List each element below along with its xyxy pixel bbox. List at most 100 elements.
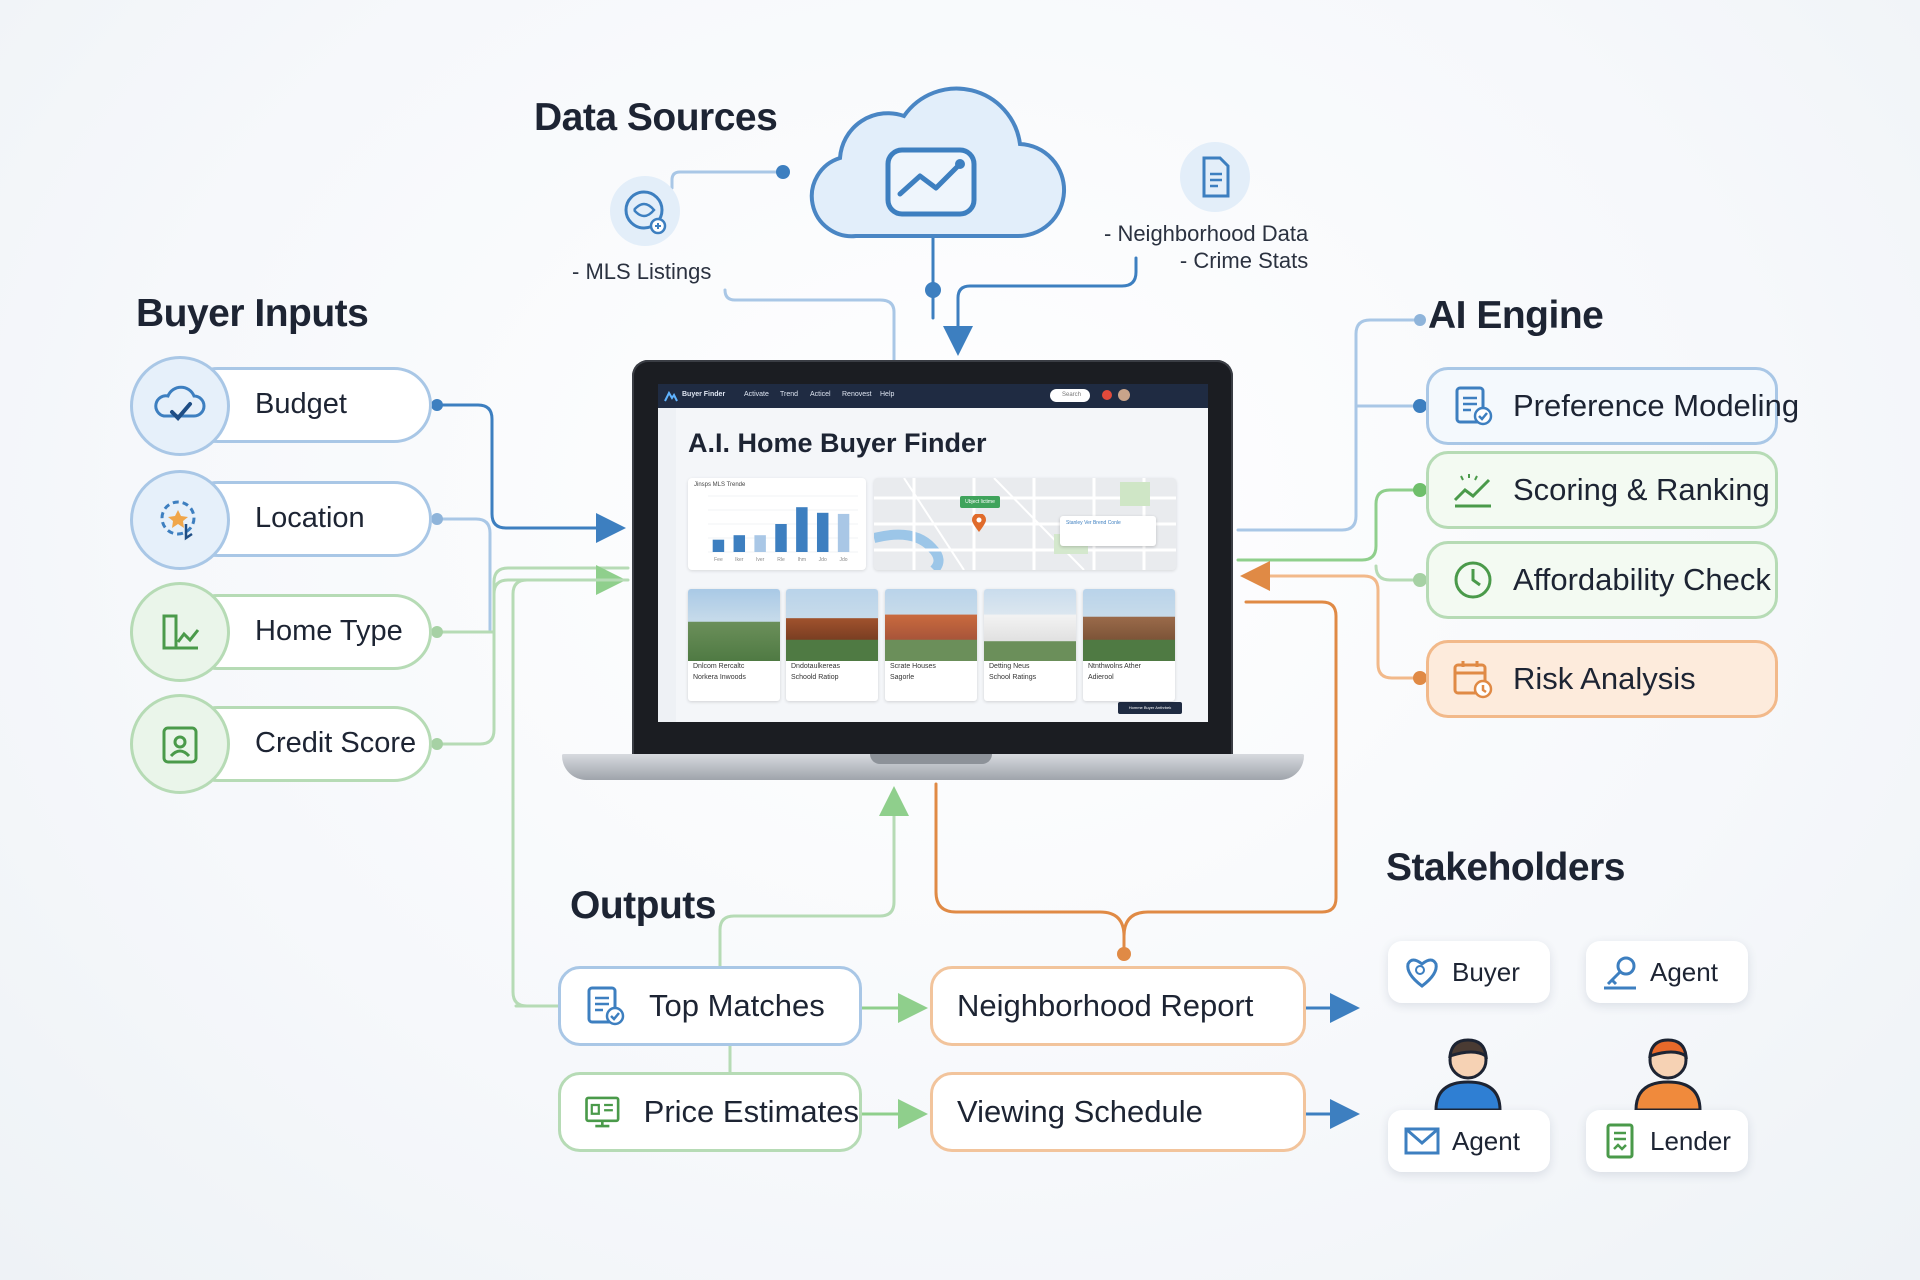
output-top-matches-label: Top Matches — [649, 988, 825, 1023]
budget-icon — [130, 356, 230, 456]
location-icon — [130, 470, 230, 570]
engine-preference-modeling-label: Preference Modeling — [1513, 388, 1800, 423]
monitor-icon — [585, 1096, 620, 1128]
engine-scoring-ranking[interactable]: Scoring & Ranking — [1426, 451, 1778, 529]
mls-icon — [610, 176, 680, 246]
search-placeholder: Search — [1062, 392, 1082, 398]
list-check-icon — [587, 986, 625, 1026]
chart-bar — [837, 513, 850, 552]
house-photo — [885, 589, 977, 661]
engine-risk-analysis[interactable]: Risk Analysis — [1426, 640, 1778, 718]
stakeholder-buyer-label: Buyer — [1452, 956, 1520, 987]
document-icon — [1180, 142, 1250, 212]
chart-bar — [775, 524, 787, 552]
stakeholder-agent[interactable]: Agent — [1586, 941, 1748, 1003]
map-popup: Stanley Ver Brend Conle — [1060, 516, 1156, 546]
listing-badge: Ntnthwolns Ather — [1088, 663, 1141, 670]
input-home-type-label: Home Type — [255, 615, 403, 647]
mls-listings-label: - MLS Listings — [572, 259, 712, 284]
section-title-data-sources: Data Sources — [534, 96, 778, 139]
map-marker-label[interactable]: Ubject lictime — [960, 496, 1000, 508]
listing-label: Sagorle — [890, 674, 915, 681]
nav-item-acticel[interactable]: Acticel — [810, 391, 831, 398]
nav-item-activate[interactable]: Activate — [744, 391, 769, 398]
search-input[interactable]: Search — [1050, 389, 1090, 402]
nav-item-renovest[interactable]: Renovest — [842, 391, 872, 398]
chart-tick-label: Iver — [756, 557, 765, 563]
nav-item-help[interactable]: Help — [880, 391, 895, 398]
output-price-estimates-label: Price Estimates — [643, 1094, 859, 1129]
map-pin-icon[interactable] — [972, 514, 986, 532]
output-viewing-schedule-label: Viewing Schedule — [957, 1094, 1203, 1129]
calendar-alert-icon — [1453, 661, 1493, 699]
map-panel[interactable]: Ubject lictime Stanley Ver Brend Conle — [874, 478, 1176, 570]
home-type-icon — [130, 582, 230, 682]
heart-icon — [1406, 958, 1438, 988]
chart-tick-label: Jdo — [819, 557, 827, 563]
chart-tick-label: Iker — [735, 557, 744, 563]
neighborhood-data-label: - Neighborhood Data - Crime Stats — [1104, 221, 1309, 273]
cloud-icon — [809, 86, 1066, 239]
app-logo-icon — [664, 390, 678, 402]
app-sidebar — [658, 408, 676, 722]
output-neighborhood-report[interactable]: Neighborhood Report — [930, 966, 1306, 1046]
chart-label: Jinsps MLS Trende — [694, 482, 746, 488]
house-photo — [786, 589, 878, 661]
output-viewing-schedule[interactable]: Viewing Schedule — [930, 1072, 1306, 1152]
stakeholder-agent-label: Agent — [1650, 956, 1718, 987]
output-top-matches[interactable]: Top Matches — [558, 966, 862, 1046]
chart-bar — [816, 512, 829, 552]
output-neighborhood-report-label: Neighborhood Report — [957, 988, 1254, 1023]
listing-label: Norkera Inwoods — [693, 674, 746, 681]
stakeholder-agent-mail[interactable]: Agent — [1388, 1110, 1550, 1172]
engine-risk-analysis-label: Risk Analysis — [1513, 661, 1696, 696]
stakeholder-agent-mail-label: Agent — [1452, 1125, 1520, 1156]
stakeholder-buyer[interactable]: Buyer — [1388, 941, 1550, 1003]
house-photo — [984, 589, 1076, 661]
engine-scoring-ranking-label: Scoring & Ranking — [1513, 472, 1770, 507]
listing-badge: Detting Neus — [989, 663, 1030, 670]
chart-tick-label: Fee — [714, 557, 723, 563]
credit-score-icon — [130, 694, 230, 794]
trend-chart-icon — [1453, 474, 1491, 508]
section-title-stakeholders: Stakeholders — [1386, 846, 1625, 889]
stakeholder-lender-label: Lender — [1650, 1125, 1731, 1156]
person-avatar-orange — [1634, 1038, 1702, 1110]
stakeholder-lender[interactable]: Lender — [1586, 1110, 1748, 1172]
notification-icon[interactable] — [1102, 390, 1112, 400]
listing-badge: Scrate Houses — [890, 663, 936, 670]
nav-item-trend[interactable]: Trend — [780, 391, 799, 398]
map-popup-text: Stanley Ver Brend Conle — [1066, 520, 1121, 526]
clock-icon — [1454, 561, 1492, 599]
engine-affordability-check[interactable]: Affordability Check — [1426, 541, 1778, 619]
input-budget-label: Budget — [255, 388, 347, 420]
footer-button[interactable]: Homme Buyer Anthrbek — [1118, 702, 1182, 714]
engine-preference-modeling[interactable]: Preference Modeling — [1426, 367, 1799, 445]
contract-icon — [1606, 1123, 1634, 1159]
avatar[interactable] — [1118, 389, 1130, 401]
input-location-label: Location — [255, 502, 365, 534]
chart-tick-label: Ihm — [798, 557, 806, 563]
app-topbar: Buyer Finder Activate Trend Acticel Reno… — [658, 384, 1208, 408]
app-brand: Buyer Finder — [682, 391, 726, 398]
mail-icon — [1404, 1127, 1440, 1155]
output-price-estimates[interactable]: Price Estimates — [558, 1072, 862, 1152]
key-icon — [1604, 956, 1636, 990]
listing-label: Adierool — [1088, 674, 1114, 681]
section-title-outputs: Outputs — [570, 884, 716, 927]
section-title-ai-engine: AI Engine — [1428, 294, 1604, 337]
document-check-icon — [1455, 386, 1493, 426]
chart-tick-label: Rle — [777, 557, 785, 563]
house-photo — [1083, 589, 1175, 661]
chart-bar — [712, 539, 725, 552]
input-credit-score-label: Credit Score — [255, 727, 417, 759]
page-title: A.I. Home Buyer Finder — [688, 428, 987, 458]
